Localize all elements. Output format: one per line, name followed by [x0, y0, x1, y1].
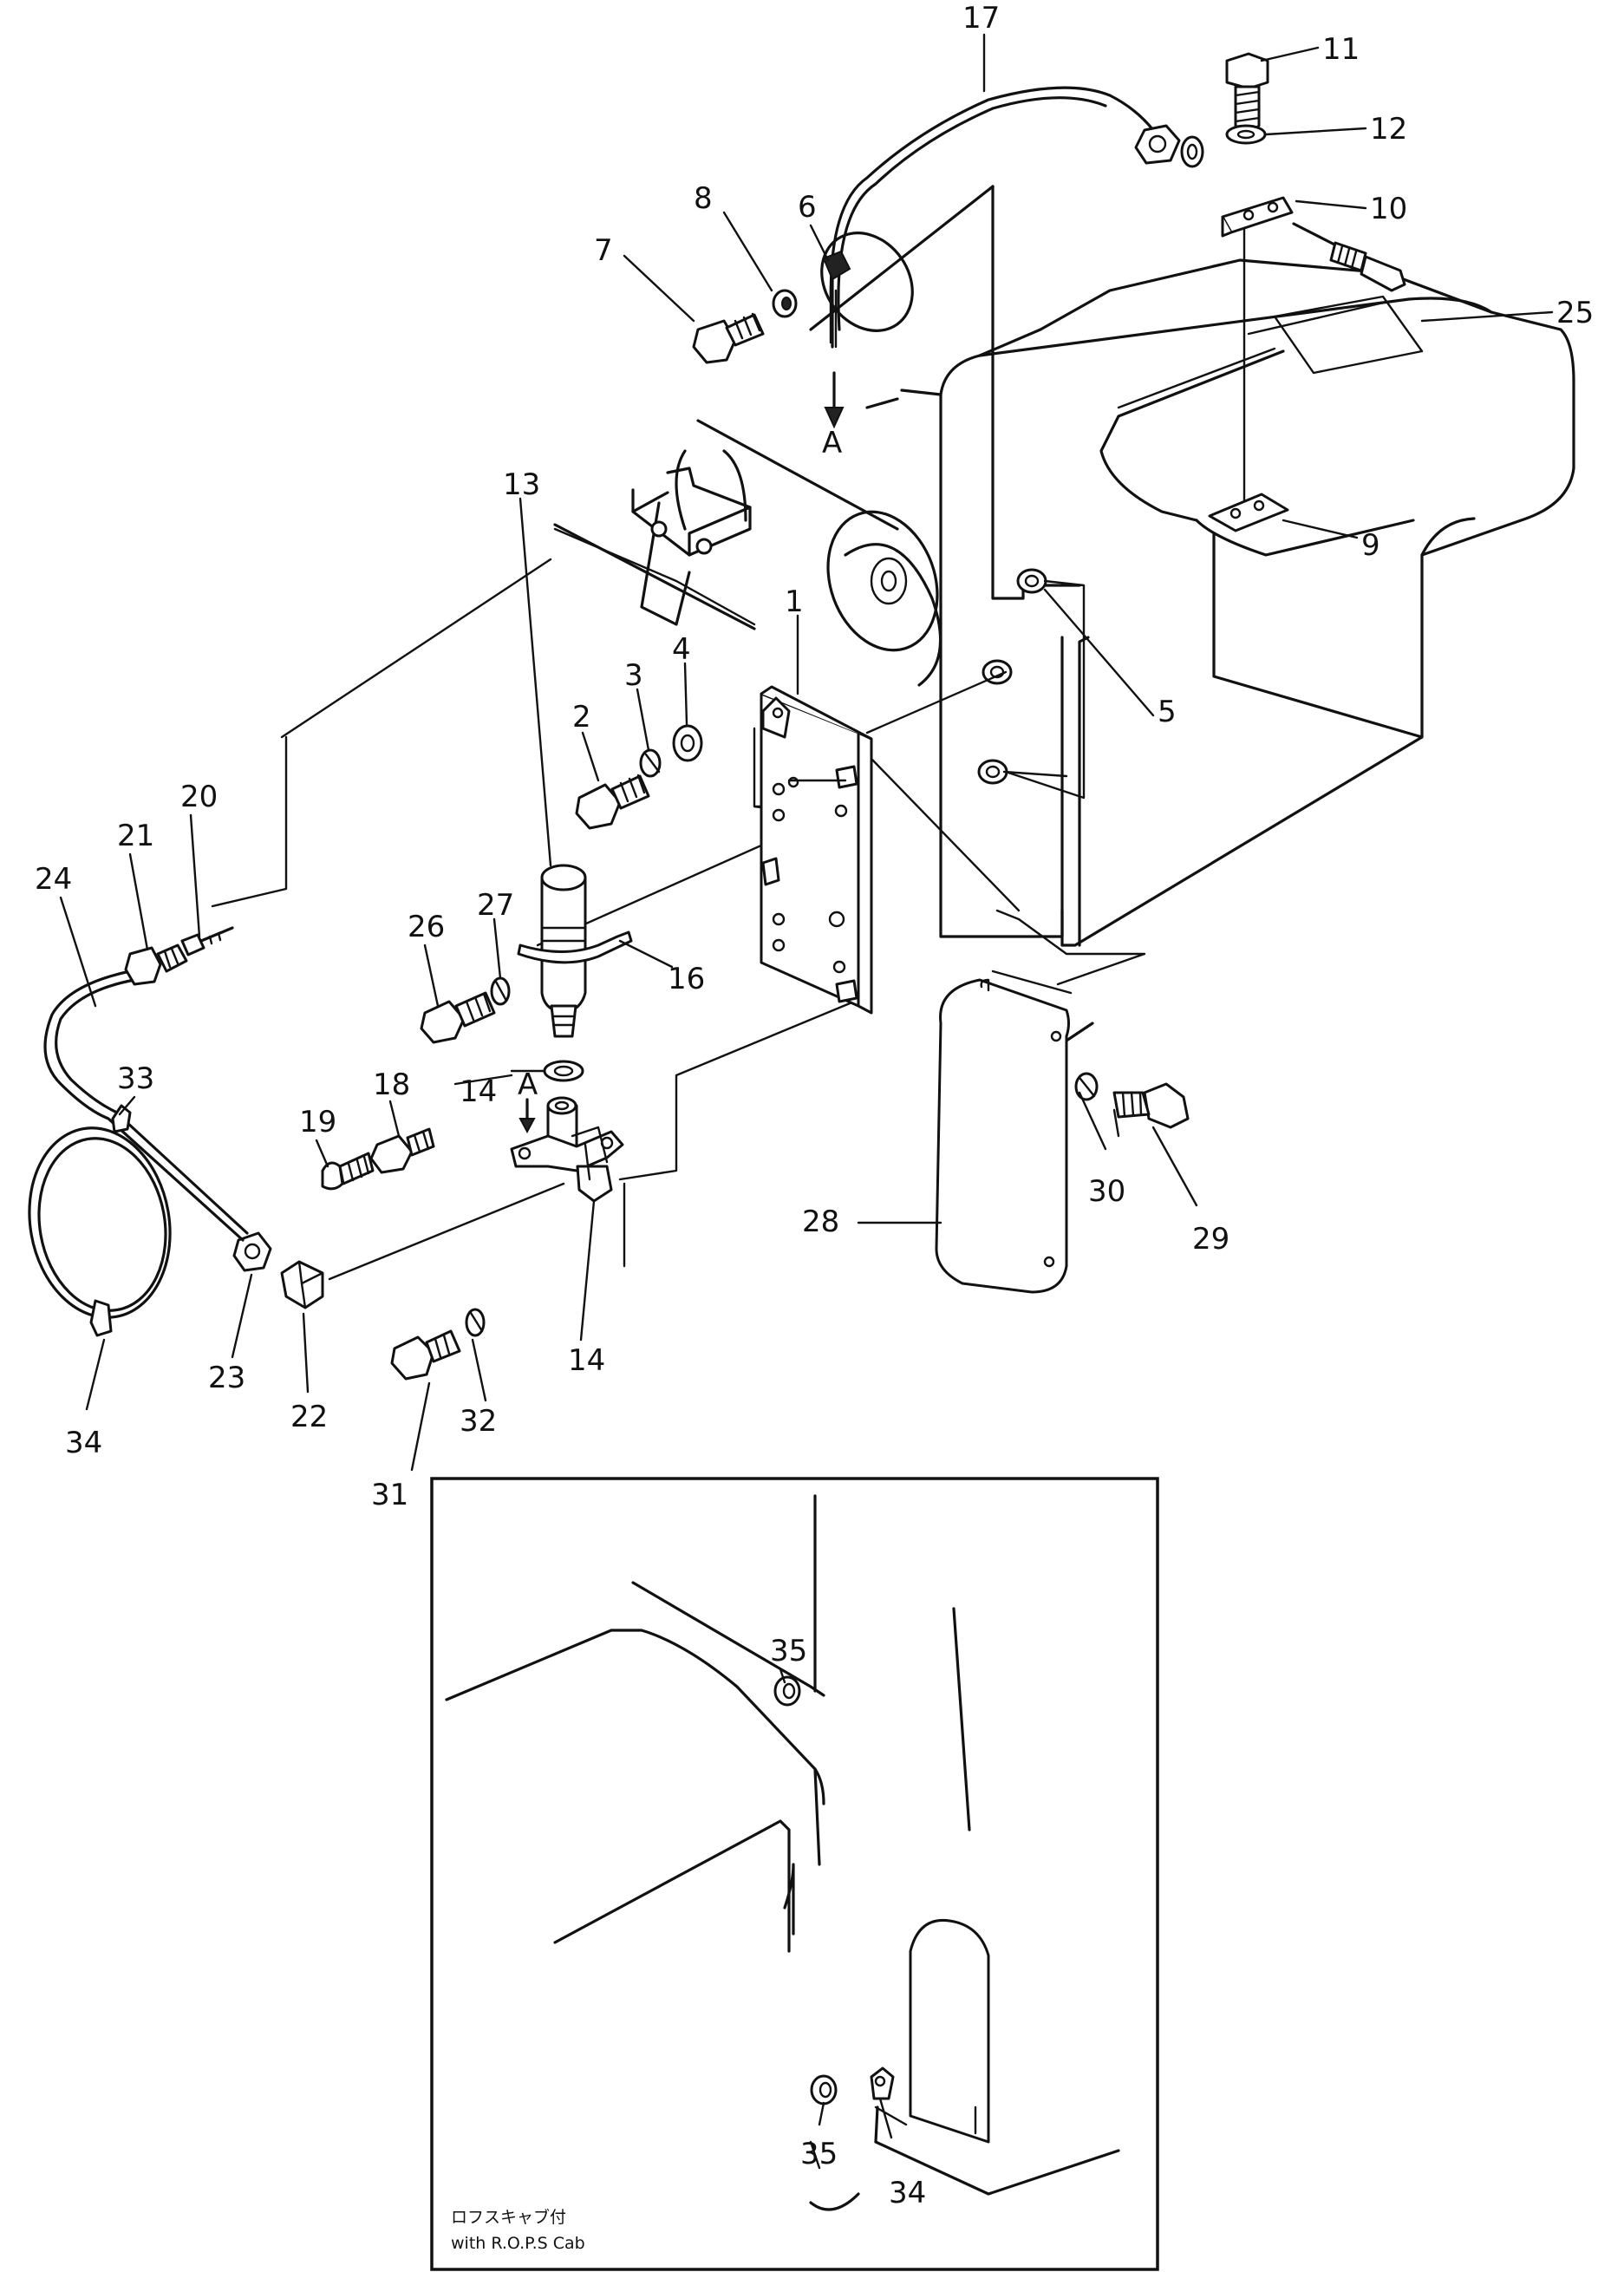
washer-4	[672, 724, 703, 762]
inset-grommet-35-top	[773, 1668, 801, 1707]
callout-4: 4	[672, 632, 691, 667]
view-marker-a-mid: A	[518, 1067, 538, 1134]
callout-16: 16	[668, 962, 705, 996]
dryer-13	[517, 864, 633, 1038]
callout-32: 32	[460, 1404, 497, 1439]
bolt-11	[1225, 52, 1269, 132]
callout-23: 23	[208, 1361, 245, 1395]
callout-19: 19	[299, 1105, 336, 1139]
callout-27: 27	[477, 888, 514, 923]
gasket-14	[543, 1060, 584, 1082]
mounting-plate-1	[760, 685, 873, 1015]
callout-35-bottom: 35	[800, 2137, 838, 2171]
callout-1: 1	[785, 584, 804, 619]
cable-17	[820, 86, 1155, 349]
callout-3: 3	[624, 658, 643, 693]
callout-9: 9	[1361, 528, 1380, 563]
view-marker-label: A	[822, 426, 842, 460]
callout-10: 10	[1370, 192, 1407, 226]
inset-cover	[909, 1918, 990, 2144]
lockwasher-32	[465, 1308, 486, 1337]
callout-34-inset: 34	[889, 2176, 926, 2210]
callout-13: 13	[503, 467, 540, 502]
callout-30: 30	[1088, 1174, 1125, 1209]
callout-numbers: 17 11 12 10 25 9 5 6 8 7 1 2 3 4 13 16 2…	[35, 1, 1594, 1512]
lockwasher-27	[490, 976, 511, 1006]
inset-note-jp: ロフスキャブ付	[451, 2207, 566, 2227]
callout-28: 28	[802, 1205, 839, 1239]
lockwasher-3	[639, 748, 662, 778]
cable-nut	[1134, 124, 1204, 168]
bolt-26	[420, 991, 496, 1044]
connector-22	[280, 1260, 324, 1309]
callout-leaders	[59, 33, 1554, 1472]
leader-lines	[211, 211, 1246, 1281]
view-marker-label: A	[518, 1067, 538, 1102]
pulley	[826, 510, 942, 687]
callout-33: 33	[117, 1061, 154, 1096]
cover-28	[935, 978, 1070, 1294]
inset-rops-cab: 35 35 34 ロフスキャブ付 with R.O.P.S Cab	[430, 1477, 1159, 2271]
plate-9	[1208, 493, 1289, 532]
callout-2: 2	[572, 700, 591, 734]
view-marker-a-top: A	[822, 371, 845, 460]
callout-18: 18	[373, 1067, 410, 1102]
callout-12: 12	[1370, 112, 1407, 147]
callout-24: 24	[35, 862, 72, 897]
inset-grommet-35-bottom	[810, 2074, 838, 2106]
callout-5: 5	[1158, 695, 1177, 729]
nut-18	[369, 1127, 435, 1174]
callout-25: 25	[1556, 296, 1594, 330]
callout-11: 11	[1322, 32, 1360, 67]
callout-31: 31	[371, 1478, 408, 1512]
lockwasher-30	[1074, 1072, 1099, 1101]
inset-note-en: with R.O.P.S Cab	[451, 2234, 585, 2253]
callout-8: 8	[694, 181, 713, 216]
grommet-5	[977, 568, 1047, 785]
bolt-7	[692, 312, 765, 364]
washer-8	[772, 289, 798, 318]
callout-26: 26	[408, 910, 445, 944]
callout-7: 7	[594, 233, 613, 268]
callout-21: 21	[117, 819, 154, 853]
callout-14-lower: 14	[568, 1343, 605, 1378]
mount-bracket	[553, 449, 756, 626]
bolt-31	[390, 1329, 461, 1381]
callout-35-top: 35	[770, 1634, 807, 1668]
hose-24	[43, 926, 249, 1242]
pressure-switch	[510, 1096, 624, 1203]
callout-6: 6	[798, 190, 817, 225]
screw-19	[321, 1152, 375, 1191]
machine-body	[553, 185, 1575, 1052]
callout-14-upper: 14	[460, 1074, 497, 1109]
bolt-2	[575, 774, 650, 830]
nut-23	[232, 1231, 272, 1272]
bolt-29	[1112, 1082, 1190, 1129]
inset-clip-34	[870, 2066, 895, 2100]
harness-coil	[28, 1104, 172, 1337]
bracket-10	[1221, 196, 1406, 292]
callout-17: 17	[962, 1, 1000, 36]
callout-20: 20	[180, 780, 218, 814]
callout-29: 29	[1192, 1222, 1229, 1257]
clamp-6	[822, 250, 851, 281]
callout-34: 34	[65, 1426, 102, 1460]
callout-22: 22	[290, 1400, 328, 1434]
washer-12	[1225, 124, 1267, 145]
